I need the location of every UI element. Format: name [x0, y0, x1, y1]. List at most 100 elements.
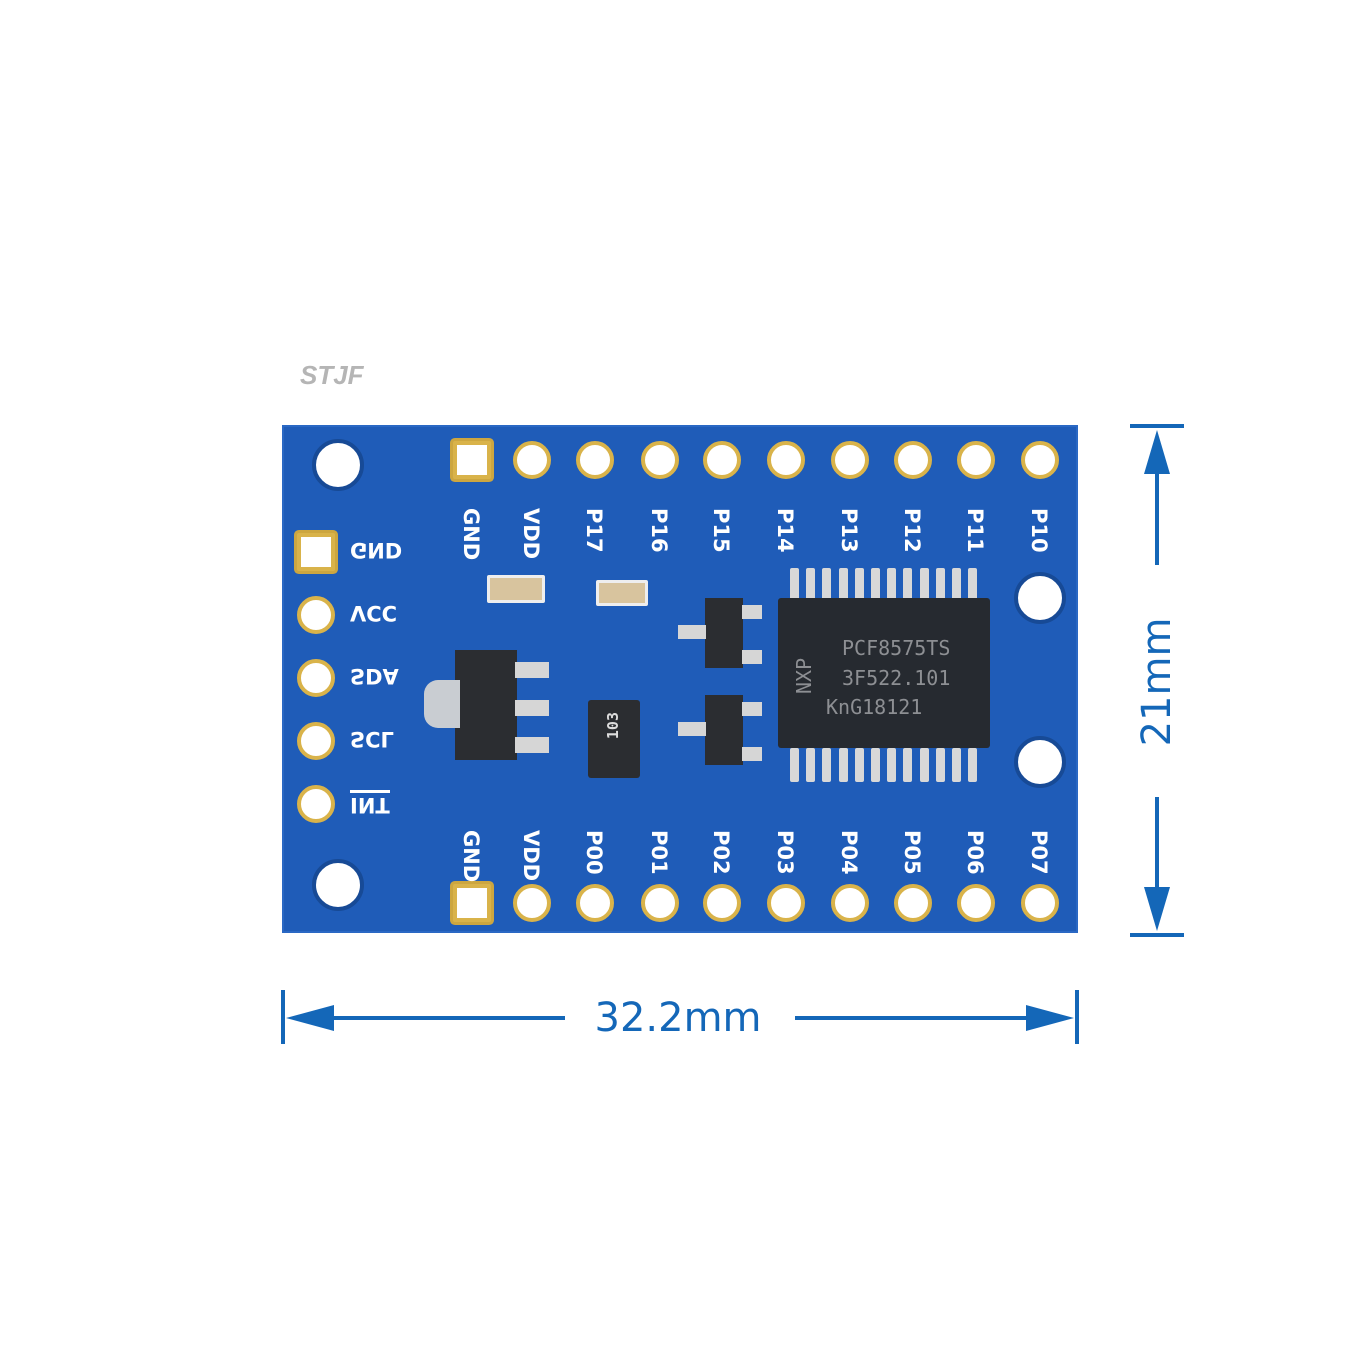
mounting-hole [312, 439, 364, 491]
top-header-pin [453, 441, 491, 479]
chip-lead [903, 568, 913, 602]
height-label: 21mm [1134, 617, 1180, 747]
regulator-tab [424, 680, 460, 728]
chip-lead [919, 568, 929, 602]
bottom-header-pin [1021, 884, 1059, 922]
transistor-pin [678, 625, 706, 639]
bottom-header-pin [641, 884, 679, 922]
bottom-header-label: P02 [709, 830, 733, 875]
top-header-pin [641, 441, 679, 479]
left-header-label: INT [350, 790, 390, 817]
top-header-pin [894, 441, 932, 479]
bottom-header-label: P03 [773, 830, 797, 875]
bottom-header-label: VDD [519, 830, 543, 882]
top-header-pin [1021, 441, 1059, 479]
transistor-pin [678, 722, 706, 736]
pcf8575-chip: NXP PCF8575TS 3F522.101 KnG18121 [778, 598, 990, 748]
chip-lead [968, 748, 978, 782]
chip-lead [790, 748, 799, 782]
capacitor [596, 580, 648, 606]
arrow-right-icon [1026, 1005, 1074, 1031]
bottom-header-label: P06 [963, 830, 987, 875]
chip-lead [903, 748, 913, 782]
chip-lead [838, 568, 848, 602]
bottom-header-pin [831, 884, 869, 922]
regulator-pin [515, 737, 549, 753]
chip-brand: NXP [792, 657, 816, 694]
arrow-left-icon [286, 1005, 334, 1031]
mounting-hole [312, 859, 364, 911]
top-header-label: P12 [900, 508, 924, 553]
top-header-pin [957, 441, 995, 479]
watermark: STJF [300, 360, 364, 390]
chip-lead [838, 748, 848, 782]
left-header-pin [297, 533, 335, 571]
top-header-label: P11 [963, 508, 987, 553]
bottom-header-pin [767, 884, 805, 922]
bottom-header-label: GND [459, 830, 483, 883]
left-header-pin [297, 722, 335, 760]
chip-lead [806, 748, 816, 782]
width-label: 32.2mm [594, 995, 762, 1041]
transistor-pin [742, 747, 762, 761]
left-header-pin [297, 659, 335, 697]
top-header-pin [831, 441, 869, 479]
top-header-label: P14 [773, 508, 797, 553]
mounting-hole [1014, 572, 1066, 624]
chip-lead [935, 748, 945, 782]
width-dimension-left-tick [281, 990, 285, 1044]
top-header-pin [767, 441, 805, 479]
left-header-pin [297, 596, 335, 634]
transistor-pin [742, 605, 762, 619]
top-header-label: P16 [647, 508, 671, 553]
chip-lead [854, 568, 864, 602]
bottom-header-label: P05 [900, 830, 924, 875]
transistor [705, 598, 743, 668]
bottom-header-pin [703, 884, 741, 922]
bottom-header-label: P00 [582, 830, 606, 875]
top-header-pin [703, 441, 741, 479]
arrow-down-icon [1144, 887, 1170, 931]
transistor [705, 695, 743, 765]
left-header-label: GND [350, 538, 403, 562]
top-header-label: P15 [709, 508, 733, 553]
chip-lead [919, 748, 929, 782]
left-header-pin [297, 785, 335, 823]
chip-lead [871, 748, 880, 782]
bottom-header-label: P04 [837, 830, 861, 875]
chip-line3: KnG18121 [826, 695, 923, 719]
top-header-pin [513, 441, 551, 479]
bottom-header-pin [513, 884, 551, 922]
voltage-regulator [455, 650, 517, 760]
chip-lead [790, 568, 799, 602]
chip-lead [887, 568, 897, 602]
chip-line1: PCF8575TS [842, 636, 951, 660]
chip-lead [822, 748, 832, 782]
height-dimension-line [1155, 450, 1159, 565]
left-header-label: SCL [350, 727, 394, 751]
bottom-header-pin [894, 884, 932, 922]
chip-lead [887, 748, 897, 782]
bottom-header-pin [453, 884, 491, 922]
width-dimension-right-tick [1075, 990, 1079, 1044]
chip-lead [822, 568, 832, 602]
height-dimension-bottom-tick [1130, 933, 1184, 937]
bottom-header-pin [576, 884, 614, 922]
resistor-network: 103 [588, 700, 640, 778]
bottom-header-label: P07 [1027, 830, 1051, 875]
regulator-pin [515, 662, 549, 678]
top-header-label: P10 [1027, 508, 1051, 553]
left-header-label: VCC [350, 601, 398, 625]
top-header-label: VDD [519, 508, 543, 560]
top-header-label: GND [459, 508, 483, 561]
chip-lead [952, 748, 961, 782]
chip-lead [806, 568, 816, 602]
top-header-pin [576, 441, 614, 479]
top-header-label: P17 [582, 508, 606, 553]
chip-lead [871, 568, 880, 602]
bottom-header-label: P01 [647, 830, 671, 875]
chip-line2: 3F522.101 [842, 666, 951, 690]
transistor-pin [742, 702, 762, 716]
top-header-label: P13 [837, 508, 861, 553]
width-dimension-line [795, 1016, 1050, 1020]
